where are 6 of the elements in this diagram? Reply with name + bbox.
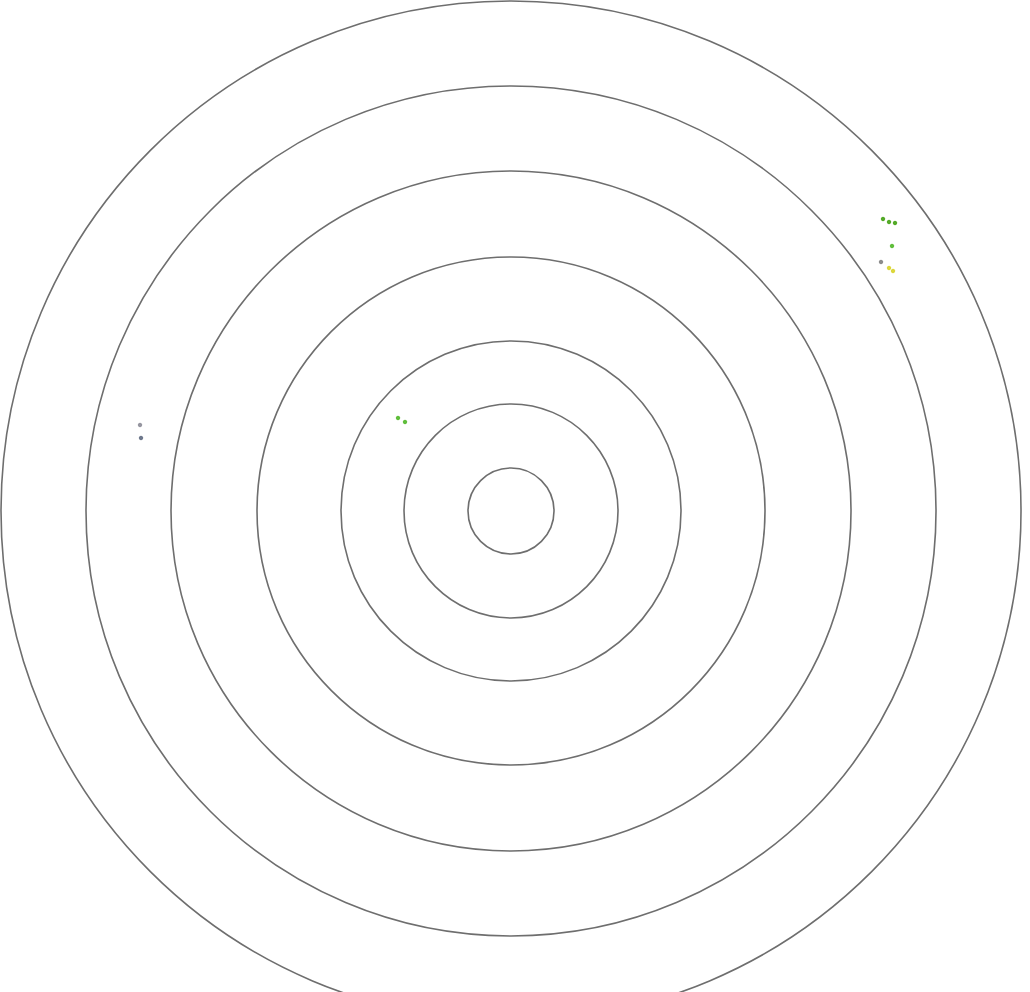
ring: [467, 467, 555, 555]
ring: [340, 340, 682, 682]
ring: [170, 170, 852, 852]
ring: [256, 256, 766, 766]
ring: [403, 403, 619, 619]
ring: [85, 85, 937, 937]
